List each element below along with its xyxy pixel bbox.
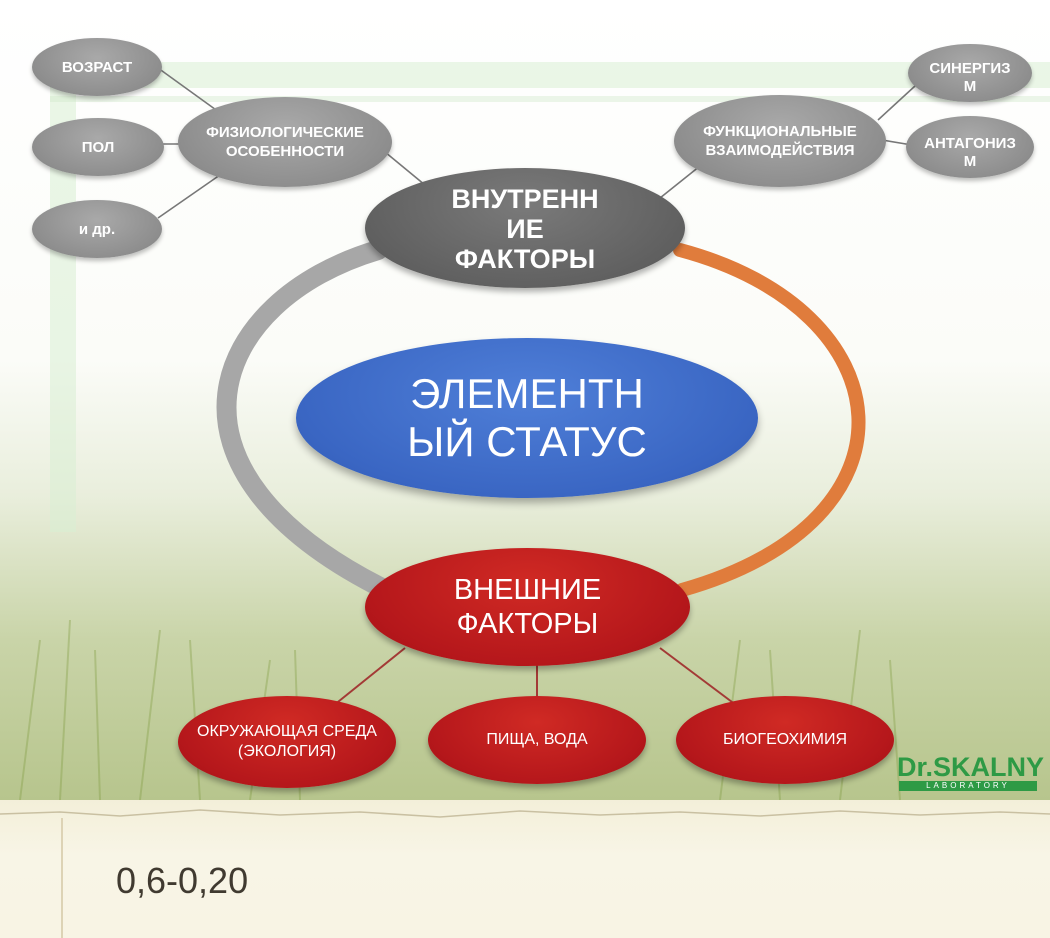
functional-label: ФУНКЦИОНАЛЬНЫЕ ВЗАИМОДЕЙСТВИЯ	[703, 123, 857, 159]
biogeochemistry-label: БИОГЕОХИМИЯ	[722, 731, 848, 748]
food-water-bubble: ПИЩА, ВОДА	[428, 696, 646, 784]
bg-frame-line	[50, 96, 1050, 102]
sex-label: ПОЛ	[81, 138, 115, 156]
synergism-label: СИНЕРГИЗ М	[929, 60, 1011, 95]
internal-factors-node: ВНУТРЕНН ИЕ ФАКТОРЫ	[365, 168, 685, 288]
footer-decor	[0, 809, 1050, 938]
age-bubble: ВОЗРАСТ	[32, 38, 162, 96]
footer-band: 0,6-0,20	[0, 800, 1050, 938]
ring-orange-arc	[673, 243, 866, 597]
external-factors-label: ВНЕШНИЕ ФАКТОРЫ	[453, 574, 602, 640]
dr-skalny-logo: Dr.SKALNY LABORATORY	[897, 752, 1044, 794]
synergism-bubble: СИНЕРГИЗ М	[908, 44, 1032, 102]
diagram-canvas: ВОЗРАСТ ПОЛ и др. ФИЗИОЛОГИЧЕСКИЕ ОСОБЕН…	[0, 0, 1050, 800]
age-label: ВОЗРАСТ	[61, 58, 133, 76]
antagonism-bubble: АНТАГОНИЗ М	[906, 116, 1034, 178]
functional-bubble: ФУНКЦИОНАЛЬНЫЕ ВЗАИМОДЕЙСТВИЯ	[674, 95, 886, 187]
physiological-label: ФИЗИОЛОГИЧЕСКИЕ ОСОБЕННОСТИ	[206, 124, 364, 160]
logo-sub-text: LABORATORY	[899, 781, 1037, 791]
environment-bubble: ОКРУЖАЮЩАЯ СРЕДА (ЭКОЛОГИЯ)	[178, 696, 396, 788]
logo-main-text: Dr.SKALNY	[897, 752, 1045, 782]
range-value: 0,6-0,20	[116, 860, 249, 901]
biogeochemistry-bubble: БИОГЕОХИМИЯ	[676, 696, 894, 784]
internal-factors-label: ВНУТРЕНН ИЕ ФАКТОРЫ	[451, 184, 599, 274]
sex-bubble: ПОЛ	[32, 118, 164, 176]
other-bubble: и др.	[32, 200, 162, 258]
environment-label: ОКРУЖАЮЩАЯ СРЕДА (ЭКОЛОГИЯ)	[197, 723, 377, 760]
food-water-label: ПИЩА, ВОДА	[486, 731, 588, 748]
physiological-bubble: ФИЗИОЛОГИЧЕСКИЕ ОСОБЕННОСТИ	[178, 97, 392, 187]
ring-grey-arc	[216, 240, 400, 602]
elemental-status-label: ЭЛЕМЕНТН ЫЙ СТАТУС	[407, 370, 647, 465]
elemental-status-node: ЭЛЕМЕНТН ЫЙ СТАТУС	[296, 338, 758, 498]
other-label: и др.	[78, 220, 116, 238]
antagonism-label: АНТАГОНИЗ М	[924, 135, 1016, 170]
external-factors-node: ВНЕШНИЕ ФАКТОРЫ	[365, 548, 690, 666]
bg-frame-top	[50, 62, 1050, 88]
footer-wave-line	[0, 809, 1050, 818]
